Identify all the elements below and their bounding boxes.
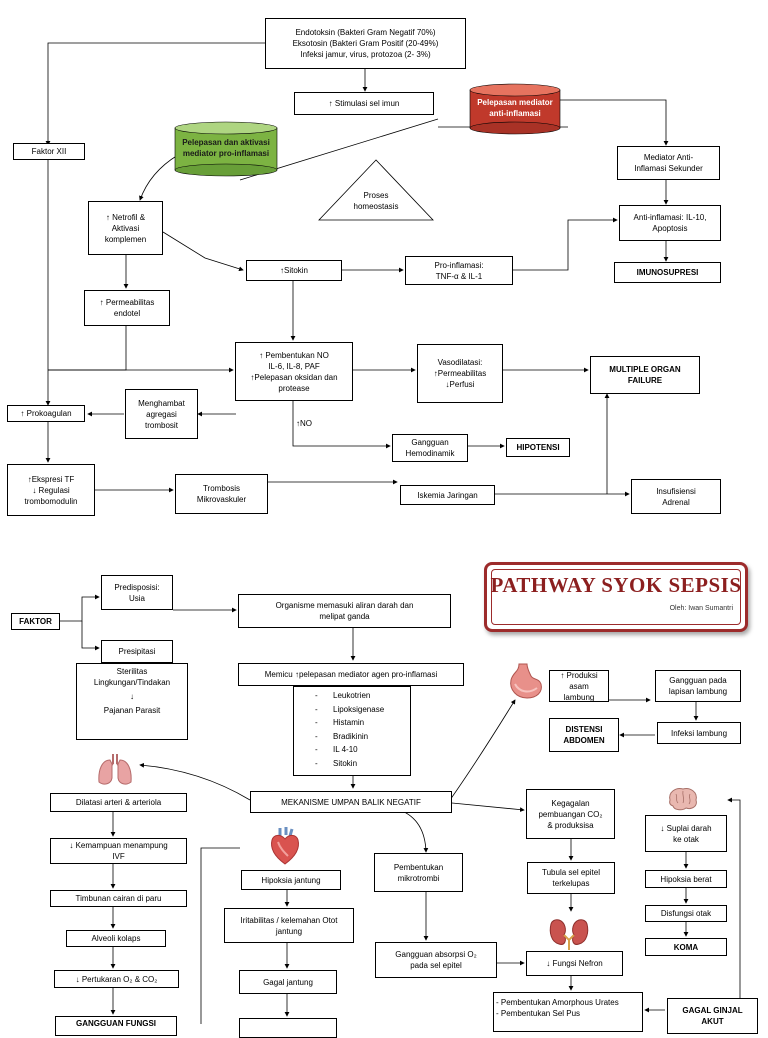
fungsi-nefron-box: ↓ Fungsi Nefron <box>526 951 623 976</box>
sterilitas-arrow: ↓ <box>130 692 134 701</box>
imunosupresi-box: IMUNOSUPRESI <box>614 262 721 283</box>
ekspresi-tf-box: ↑Ekspresi TF ↓ Regulasi trombomodulin <box>7 464 95 516</box>
gangguan-hemodinamik-box: Gangguan Hemodinamik <box>392 434 468 462</box>
hipotensi-box: HIPOTENSI <box>506 438 570 457</box>
faktor-xii-box: Faktor XII <box>13 143 85 160</box>
title-banner: PATHWAY SYOK SEPSIS Oleh: Iwan Sumantri <box>484 562 748 632</box>
pro-inflamasi-tnf-box: Pro-inflamasi: TNF-α & IL-1 <box>405 256 513 285</box>
list-item: -Lipoksigenase <box>315 704 385 714</box>
mediator-list-box <box>293 686 411 776</box>
iskemia-jaringan-box: Iskemia Jaringan <box>400 485 495 505</box>
sitokin-box: ↑Sitokin <box>246 260 342 281</box>
gangguan-fungsi-box: GANGGUAN FUNGSI <box>55 1016 177 1036</box>
disfungsi-otak-box: Disfungsi otak <box>645 905 727 922</box>
endotoksin-box: Endotoksin (Bakteri Gram Negatif 70%) Ek… <box>265 18 466 69</box>
proses-homeostasis-label: Proses homeostasis <box>353 191 399 211</box>
memicu-box: Memicu ↑pelepasan mediator agen pro-infl… <box>238 663 464 686</box>
koma-box: KOMA <box>645 938 727 956</box>
list-item: -Histamin <box>315 718 365 727</box>
kegagalan-pembuangan-box: Kegagalan pembuangan CO₂ & produksisa <box>526 789 615 839</box>
faktor-box: FAKTOR <box>11 613 60 630</box>
menghambat-agregasi-box: Menghambat agregasi trombosit <box>125 389 198 439</box>
list-item: -Sitokin <box>315 758 358 768</box>
red-cylinder-icon <box>469 83 561 135</box>
gangguan-lapisan-lambung-box: Gangguan pada lapisan lambung <box>655 670 741 702</box>
mekanisme-umpan-balik-box: MEKANISME UMPAN BALIK NEGATIF <box>250 791 452 813</box>
alveoli-kolaps-box: Alveoli kolaps <box>66 930 166 947</box>
kemampuan-menampung-box: ↓ Kemampuan menampung IVF <box>50 838 187 864</box>
list-item: -Bradikinin <box>315 731 369 741</box>
stomach-icon <box>510 663 542 699</box>
hipoksia-jantung-box: Hipoksia jantung <box>241 870 341 890</box>
hipoksia-berat-box: Hipoksia berat <box>645 870 727 888</box>
no-label: ↑NO <box>296 419 312 428</box>
tubula-sel-epitel-box: Tubula sel epitel terkelupas <box>527 862 615 894</box>
gagal-jantung-box: Gagal jantung <box>239 970 337 994</box>
pembentukan-no-box: ↑ Pembentukan NO IL-6, IL-8, PAF ↑Pelepa… <box>235 342 353 401</box>
sterilitas-box: Sterilitas Lingkungan/Tindakan ↓ Pajanan… <box>76 663 188 740</box>
suplai-darah-otak-box: ↓ Suplai darah ke otak <box>645 815 727 852</box>
page-title: PATHWAY SYOK SEPSIS <box>490 573 742 597</box>
pertukaran-o2-co2-box: ↓ Pertukaran O₂ & CO₂ <box>54 970 179 988</box>
prokoagulan-box: ↑ Prokoagulan <box>7 405 85 422</box>
gagal-ginjal-akut-box: GAGAL GINJAL AKUT <box>667 998 758 1034</box>
green-cylinder-icon <box>174 121 278 177</box>
mediator-list: -Leukotrien -Lipoksigenase -Histamin -Br… <box>315 689 384 770</box>
multiple-organ-failure-box: MULTIPLE ORGAN FAILURE <box>590 356 700 394</box>
gangguan-absorpsi-box: Gangguan absorpsi O₂ pada sel epitel <box>375 942 497 978</box>
distensi-abdomen-box: DISTENSI ABDOMEN <box>549 718 619 752</box>
pajanan-parasit-label: Pajanan Parasit <box>103 706 161 715</box>
presipitasi-box: Presipitasi <box>101 640 173 663</box>
pembentukan-urates-box: - Pembentukan Amorphous Urates - Pembent… <box>493 992 643 1032</box>
list-item: -Leukotrien <box>315 691 371 700</box>
stimulasi-sel-imun-box: ↑ Stimulasi sel imun <box>294 92 434 115</box>
brain-icon <box>669 788 697 811</box>
organisme-box: Organisme memasuki aliran darah dan meli… <box>238 594 451 628</box>
pelepasan-pro-inflamasi-label: Pelepasan dan aktivasi mediator pro-infl… <box>182 138 270 158</box>
pembentukan-mikrotrombi-box: Pembentukan mikrotrombi <box>374 853 463 892</box>
mediator-anti-inflamasi-sekunder-box: Mediator Anti- Inflamasi Sekunder <box>617 146 720 180</box>
kidney-icon <box>549 919 589 950</box>
list-item: -IL 4-10 <box>315 745 358 754</box>
produksi-asam-lambung-box: ↑ Produksi asam lambung <box>549 670 609 702</box>
heart-icon <box>271 827 299 865</box>
permeabilitas-endotel-box: ↑ Permeabilitas endotel <box>84 290 170 326</box>
vasodilatasi-box: Vasodilatasi: ↑Permeabilitas ↓Perfusi <box>417 344 503 403</box>
iritabilitas-box: Iritabilitas / kelemahan Otot jantung <box>224 908 354 943</box>
sterilitas-label: Sterilitas Lingkungan/Tindakan <box>93 667 171 687</box>
predisposisi-box: Predisposisi: Usia <box>101 575 173 610</box>
netrofil-box: ↑ Netrofil & Aktivasi komplemen <box>88 201 163 255</box>
author-label: Oleh: Iwan Sumantri <box>669 605 733 612</box>
trombosis-mikrovaskuler-box: Trombosis Mikrovaskuler <box>175 474 268 514</box>
next-box-heart <box>239 1018 337 1038</box>
anti-inflamasi-il10-box: Anti-inflamasi: IL-10, Apoptosis <box>619 205 721 241</box>
lungs-icon <box>98 754 132 785</box>
dilatasi-arteri-box: Dilatasi arteri & arteriola <box>50 793 187 812</box>
infeksi-lambung-box: Infeksi lambung <box>657 722 741 744</box>
pelepasan-anti-inflamasi-label: Pelepasan mediator anti-inflamasi <box>477 98 553 118</box>
insufisiensi-adrenal-box: Insufisiensi Adrenal <box>631 479 721 514</box>
timbunan-cairan-box: Timbunan cairan di paru <box>50 890 187 907</box>
